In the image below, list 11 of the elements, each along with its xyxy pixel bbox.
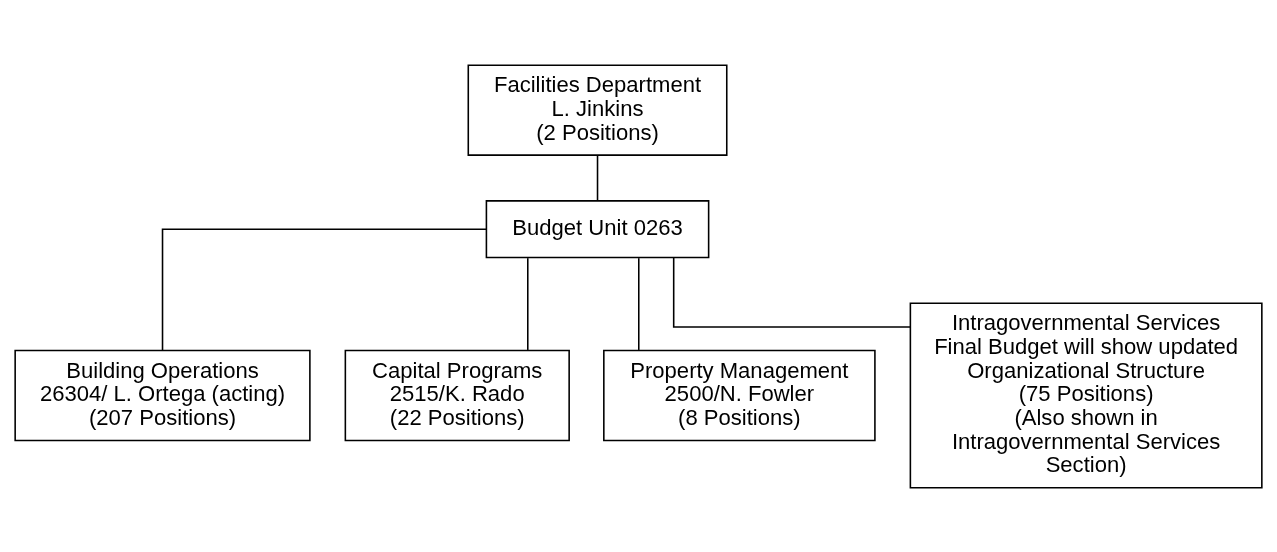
- node-box: Budget Unit 0263: [485, 199, 710, 258]
- connector: [638, 256, 640, 351]
- connector: [672, 256, 911, 328]
- node-box: Capital Programs 2515/K. Rado (22 Positions): [344, 349, 570, 441]
- node-box: Intragovernmental Services Final Budget will show updated Organizational Structure (75 Positions) (Also shown in Intragovernmental Services Section): [909, 302, 1263, 488]
- connector: [527, 256, 529, 351]
- node-box: Property Management 2500/N. Fowler (8 Positions): [603, 349, 876, 441]
- connector: [596, 153, 599, 201]
- connector: [161, 227, 487, 351]
- node-box: Building Operations 26304/ L. Ortega (acting) (207 Positions): [14, 349, 311, 441]
- node-box: Facilities Department L. Jinkins (2 Positions): [467, 64, 728, 156]
